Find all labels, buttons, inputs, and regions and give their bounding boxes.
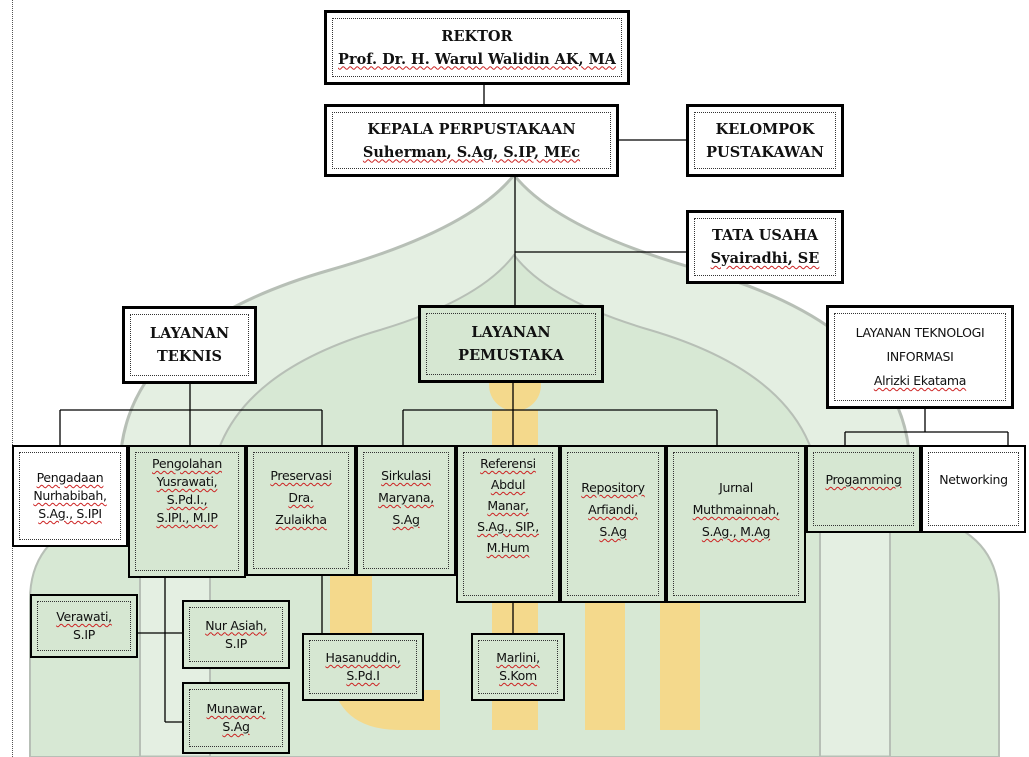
repository-box: Repository Arfiandi, S.Ag — [560, 445, 666, 603]
preservasi-title: Preservasi — [270, 468, 332, 483]
referensi-line4: M.Hum — [486, 540, 530, 555]
nur-asiah-line2: S.IP — [225, 635, 247, 651]
layanan-teknis-box: LAYANAN TEKNIS — [122, 306, 257, 384]
munawar-line2: S.Ag — [222, 719, 250, 734]
layanan-ti-box: LAYANAN TEKNOLOGI INFORMASI Alrizki Ekat… — [826, 305, 1014, 409]
preservasi-line1: Dra. — [288, 490, 314, 505]
pengolahan-line2: S.Pd.I., — [166, 492, 208, 507]
preservasi-box: Preservasi Dra. Zulaikha — [246, 445, 356, 576]
referensi-line2: Manar, — [487, 498, 529, 513]
jurnal-title: Jurnal — [719, 480, 753, 495]
layanan-teknis-line2: TEKNIS — [157, 348, 222, 365]
pengadaan-box: Pengadaan Nurhabibah, S.Ag., S.IPI — [12, 445, 128, 547]
referensi-box: Referensi Abdul Manar, S.Ag., SIP., M.Hu… — [456, 445, 560, 603]
referensi-title: Referensi — [480, 456, 536, 471]
marlini-line2: S.Kom — [499, 668, 537, 683]
verawati-line1: Verawati, — [56, 609, 112, 624]
marlini-box: Marlini, S.Kom — [471, 633, 565, 701]
pengolahan-title: Pengolahan — [152, 456, 222, 471]
kepala-name: Suherman, S.Ag, S.IP, MEc — [362, 143, 581, 161]
kelompok-line1: KELOMPOK — [715, 120, 815, 138]
networking-title: Networking — [939, 472, 1008, 487]
layanan-teknis-line1: LAYANAN — [149, 325, 230, 342]
layanan-pemustaka-line1: LAYANAN — [471, 324, 551, 341]
rektor-box: REKTOR Prof. Dr. H. Warul Walidin AK, MA — [324, 10, 630, 85]
jurnal-line2: S.Ag., M.Ag — [701, 524, 771, 539]
repository-line1: Arfiandi, — [588, 502, 638, 517]
tata-usaha-box: TATA USAHA Syairadhi, SE — [686, 210, 844, 284]
rektor-title: REKTOR — [441, 27, 513, 45]
pengadaan-title: Pengadaan — [36, 470, 104, 485]
pengolahan-box: Pengolahan Yusrawati, S.Pd.I., S.IPI., M… — [128, 445, 246, 578]
jurnal-line1: Muthmainnah, — [692, 502, 780, 517]
layanan-ti-line1: LAYANAN TEKNOLOGI — [855, 325, 985, 340]
jurnal-box: Jurnal Muthmainnah, S.Ag., M.Ag — [666, 445, 806, 603]
pengolahan-line3: S.IPI., M.IP — [156, 510, 218, 525]
rektor-name: Prof. Dr. H. Warul Walidin AK, MA — [338, 50, 616, 68]
pengolahan-line1: Yusrawati, — [156, 474, 218, 489]
layanan-ti-name: Alrizki Ekatama — [873, 373, 967, 388]
sirkulasi-box: Sirkulasi Maryana, S.Ag — [356, 445, 456, 576]
referensi-line1: Abdul — [490, 477, 526, 492]
kepala-title: KEPALA PERPUSTAKAAN — [367, 120, 576, 138]
networking-box: Networking — [921, 445, 1026, 533]
munawar-line1: Munawar, — [206, 701, 266, 716]
programming-title: Progamming — [825, 472, 902, 487]
nur-asiah-box: Nur Asiah, S.IP — [182, 600, 290, 669]
layanan-ti-line2: INFORMASI — [886, 349, 954, 364]
layanan-pemustaka-line2: PEMUSTAKA — [458, 347, 564, 364]
verawati-line2: S.IP — [73, 627, 95, 642]
sirkulasi-line1: Maryana, — [378, 490, 434, 505]
sirkulasi-title: Sirkulasi — [381, 468, 431, 483]
marlini-line1: Marlini, — [496, 650, 540, 665]
layanan-pemustaka-box: LAYANAN PEMUSTAKA — [418, 305, 604, 383]
munawar-box: Munawar, S.Ag — [182, 682, 290, 754]
repository-title: Repository — [581, 480, 645, 495]
sirkulasi-line2: S.Ag — [392, 512, 420, 527]
kelompok-line2: PUSTAKAWAN — [706, 143, 824, 161]
hasanuddin-box: Hasanuddin, S.Pd.I — [302, 633, 424, 701]
referensi-line3: S.Ag., SIP., — [477, 519, 539, 534]
tata-usaha-title: TATA USAHA — [711, 227, 819, 244]
programming-box: Progamming — [806, 445, 921, 533]
pengadaan-line1: Nurhabibah, — [33, 488, 107, 503]
hasanuddin-line1: Hasanuddin, — [325, 650, 401, 665]
verawati-box: Verawati, S.IP — [30, 594, 138, 658]
preservasi-line2: Zulaikha — [275, 512, 327, 527]
repository-line2: S.Ag — [599, 524, 627, 539]
kepala-perpustakaan-box: KEPALA PERPUSTAKAAN Suherman, S.Ag, S.IP… — [324, 104, 619, 177]
hasanuddin-line2: S.Pd.I — [346, 668, 380, 683]
pengadaan-line2: S.Ag., S.IPI — [38, 506, 102, 521]
nur-asiah-line1: Nur Asiah, — [205, 617, 267, 633]
tata-usaha-name: Syairadhi, SE — [710, 250, 820, 267]
kelompok-pustakawan-box: KELOMPOK PUSTAKAWAN — [686, 104, 844, 177]
left-margin-guide — [12, 0, 13, 757]
